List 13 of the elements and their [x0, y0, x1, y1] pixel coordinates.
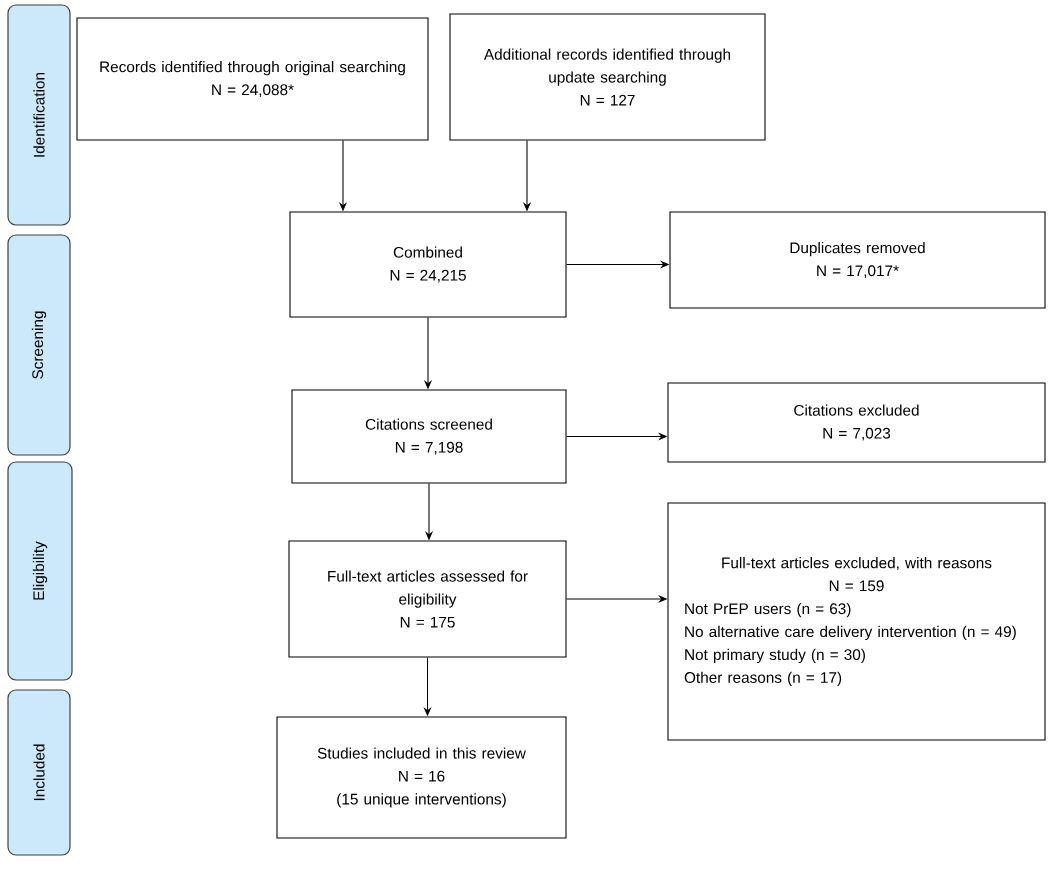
stage-band: Identification	[7, 4, 71, 226]
process-box: Citations screened N = 7,198	[291, 389, 567, 484]
process-box: Studies included in this review N = 16 (15 unique interventions)	[276, 716, 567, 839]
process-box: Additional records identified through update searching N = 127	[449, 13, 766, 141]
process-box: Full-text articles excluded, with reasons N = 159 Not PrEP users (n = 63) No alternative care delivery intervention (n = 49) Not primary study (n = 30) Other reasons (n = 17)	[667, 502, 1046, 741]
process-box: Citations excluded N = 7,023	[667, 382, 1046, 463]
process-box: Records identified through original searching N = 24,088*	[76, 17, 429, 141]
stage-band: Eligibility	[7, 461, 73, 681]
stage-band: Screening	[7, 234, 71, 456]
process-box: Full-text articles assessed for eligibility N = 175	[288, 540, 567, 658]
process-box: Combined N = 24,215	[289, 211, 567, 318]
process-box: Duplicates removed N = 17,017*	[669, 211, 1046, 309]
stage-band: Included	[7, 689, 71, 856]
